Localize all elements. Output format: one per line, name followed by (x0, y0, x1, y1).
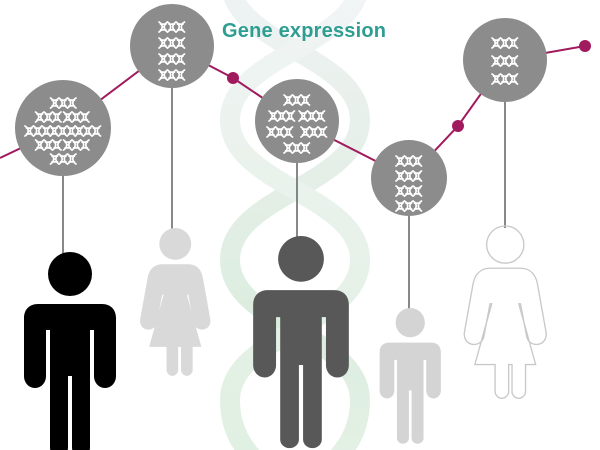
person-figure-2 (140, 228, 211, 376)
person-figure-1 (24, 252, 116, 450)
trend-dot-2 (452, 120, 464, 132)
gene-circle-4 (371, 140, 447, 216)
node-stems (62, 88, 506, 312)
person-figure-3 (253, 236, 349, 449)
gene-node-3[interactable] (255, 79, 339, 163)
gene-circle-5 (463, 18, 547, 102)
trend-dot-3 (579, 40, 591, 52)
gene-node-2[interactable] (130, 4, 214, 88)
gene-node-1[interactable] (15, 80, 111, 176)
gene-circle-3 (255, 79, 339, 163)
page-title: Gene expression (222, 20, 387, 42)
gene-node-4[interactable] (371, 140, 447, 216)
gene-node-5[interactable] (463, 18, 547, 102)
person-figure-5 (463, 225, 547, 400)
trend-dot-1 (227, 72, 239, 84)
person-figure-4 (379, 308, 441, 444)
